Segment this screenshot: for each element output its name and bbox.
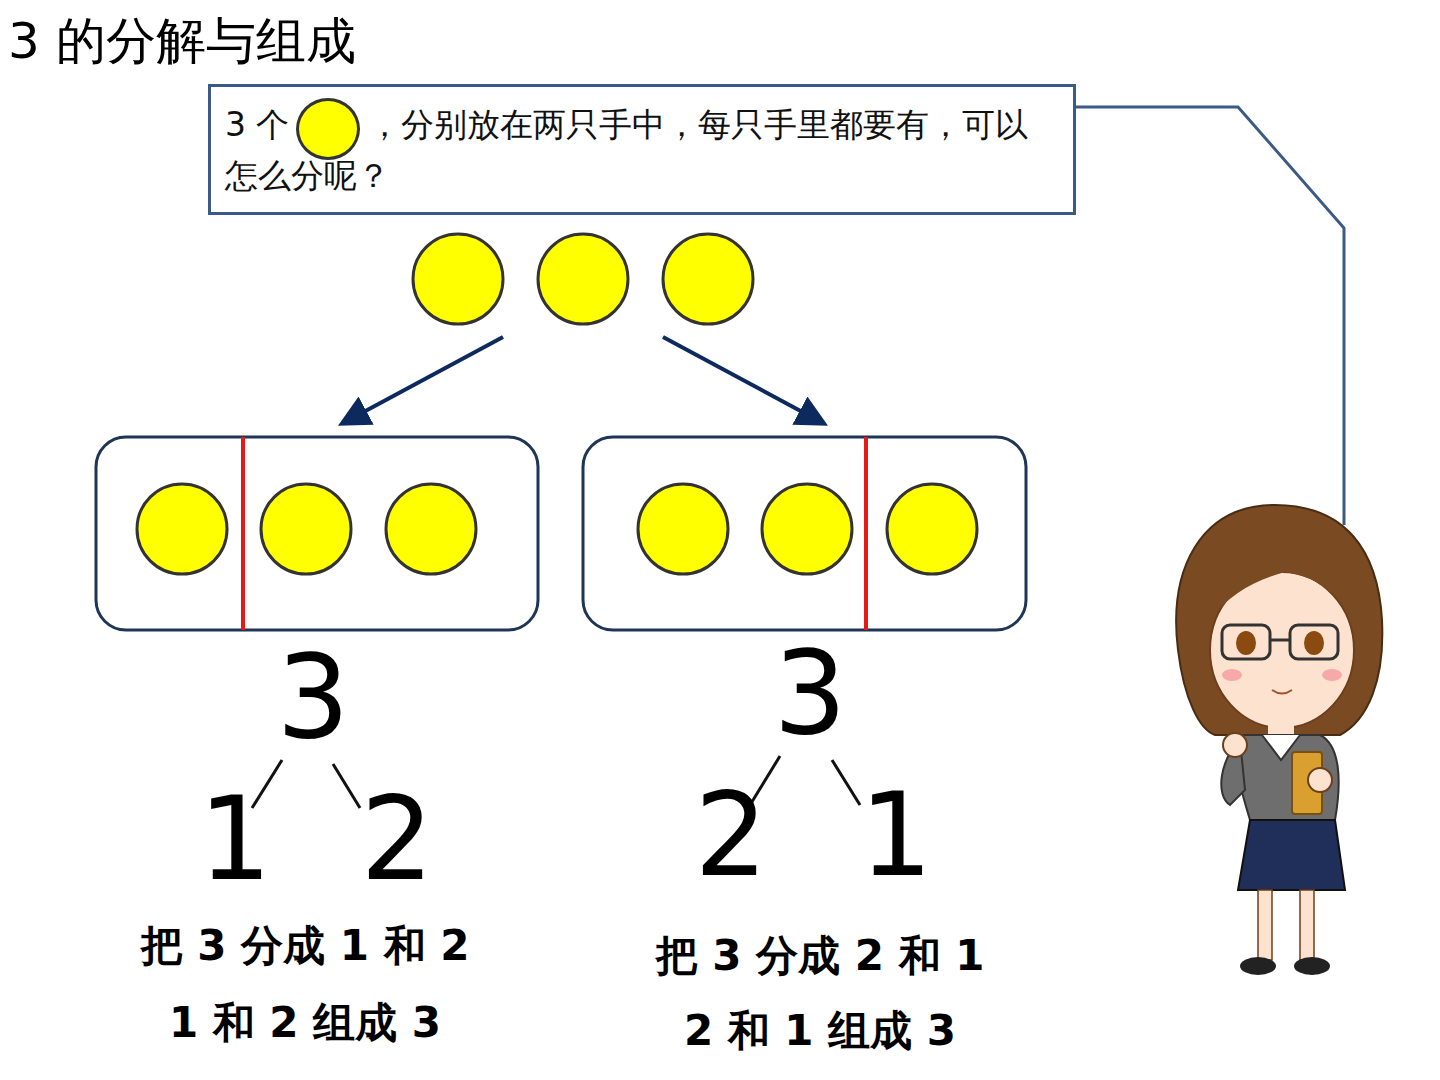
decomposition-sentence: 把 3 分成 2 和 1 — [656, 935, 985, 977]
ball — [413, 234, 503, 324]
split-box — [583, 437, 1026, 630]
decomposition-sentence: 2 和 1 组成 3 — [684, 1010, 956, 1052]
split-box — [96, 437, 538, 630]
ball — [663, 234, 753, 324]
divider — [864, 437, 868, 630]
ball — [538, 234, 628, 324]
page-title: 3 的分解与组成 — [8, 16, 356, 66]
tree-number: 1 — [859, 778, 932, 893]
tree-number: 2 — [360, 782, 433, 897]
tree-number: 3 — [773, 636, 846, 751]
callout-text: 3 个，分别放在两只手中，每只手里都要有，可以怎么分呢？ — [225, 101, 1059, 200]
decomposition-sentence: 1 和 2 组成 3 — [169, 1002, 441, 1044]
ball — [762, 484, 852, 574]
teacher-figure — [1176, 505, 1382, 975]
tree-number: 2 — [694, 778, 767, 893]
tree-number: 1 — [198, 782, 271, 897]
split-arrow — [663, 337, 821, 422]
ball — [887, 484, 977, 574]
divider — [241, 437, 245, 630]
ball — [261, 484, 351, 574]
branch-line — [832, 760, 860, 805]
branch-line — [333, 764, 360, 808]
ball-icon — [296, 98, 360, 160]
ball — [386, 484, 476, 574]
ball-group — [413, 234, 753, 324]
tree-number: 3 — [276, 640, 349, 755]
ball — [638, 484, 728, 574]
callout-box: 3 个，分别放在两只手中，每只手里都要有，可以怎么分呢？ — [208, 84, 1076, 215]
callout-text-part: 3 个 — [225, 105, 290, 144]
ball — [137, 484, 227, 574]
decomposition-sentence: 把 3 分成 1 和 2 — [141, 925, 470, 967]
leader-line — [1076, 107, 1344, 525]
split-arrow — [345, 337, 503, 422]
branch-lines — [252, 756, 860, 808]
